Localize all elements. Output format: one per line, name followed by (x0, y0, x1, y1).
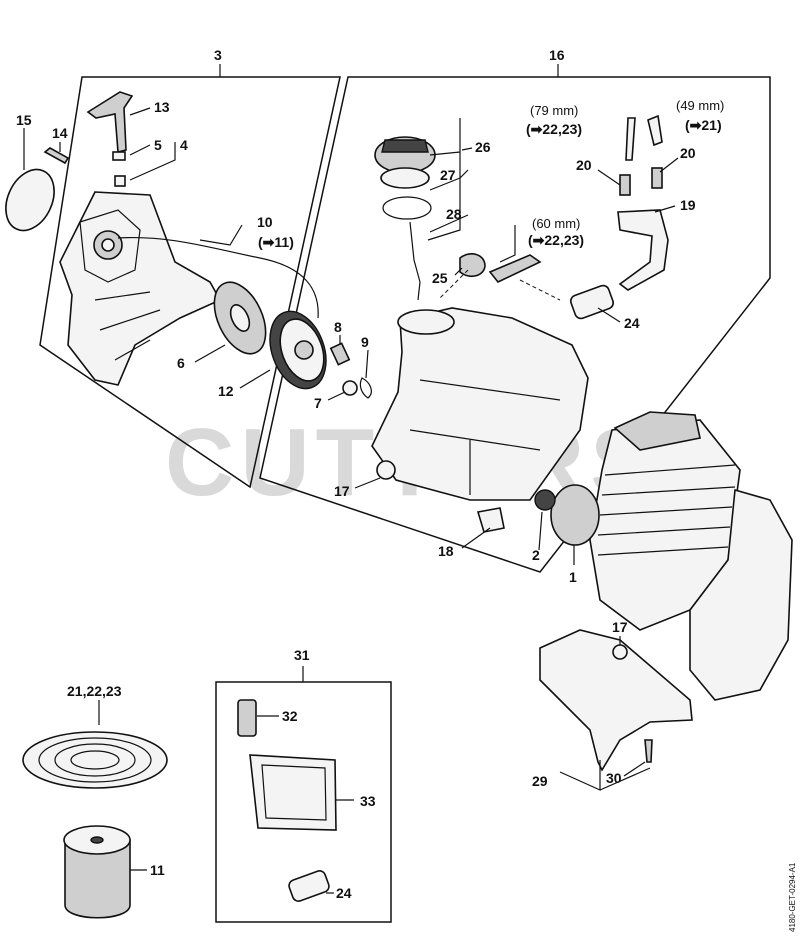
callout-24a: 24 (624, 315, 640, 331)
plug-part (237, 699, 257, 737)
rope-rotor-part (269, 310, 327, 390)
callout-13: 13 (154, 99, 170, 115)
callout-17b: 17 (612, 619, 628, 635)
nut-part (534, 489, 556, 511)
callout-6: 6 (177, 355, 185, 371)
callout-29: 29 (532, 773, 548, 789)
hose-60mm-length: (60 mm) (532, 216, 580, 231)
callout-20b: 20 (680, 145, 696, 161)
starter-housing-part (59, 191, 222, 386)
cylinder-part (589, 411, 741, 631)
callout-33: 33 (360, 793, 376, 809)
callout-19: 19 (680, 197, 696, 213)
callout-11: 11 (150, 862, 165, 878)
filler-cap-part (374, 136, 436, 189)
starter-grip-part (86, 91, 134, 154)
annular-buffer-part (476, 507, 505, 533)
callout-28: 28 (446, 206, 462, 222)
callout-24b: 24 (336, 885, 352, 901)
callout-15: 15 (16, 112, 32, 128)
callout-8: 8 (334, 319, 342, 335)
callout-10: 10 (257, 214, 273, 230)
callout-26: 26 (475, 139, 491, 155)
fuel-hose-79mm-part (625, 117, 636, 161)
hose-assembly-part (617, 209, 669, 291)
hose-49mm-length: (49 mm) (676, 98, 724, 113)
callout-17a: 17 (334, 483, 350, 499)
callout-32: 32 (282, 708, 298, 724)
starter-rope-part (117, 236, 319, 319)
rewind-spring-part (213, 281, 267, 355)
callout-25: 25 (432, 270, 448, 286)
document-code: 4180-GET-0294-A1 (788, 862, 797, 932)
fuel-hose-49mm-part (647, 114, 663, 147)
fitting-part (651, 167, 663, 189)
fuel-pickup-body-part (288, 870, 330, 902)
callout-7: 7 (314, 395, 322, 411)
cover-disc-part (5, 168, 55, 232)
spring-clip-part (359, 377, 372, 399)
callout-1: 1 (569, 569, 577, 585)
fuel-pickup-body-part (569, 284, 615, 320)
callout-10-reference: (➡11) (258, 234, 294, 250)
screw-part (644, 739, 653, 763)
seal-ring-part (382, 196, 432, 220)
group-frame-starter (39, 76, 341, 489)
engine-pan-part (689, 488, 793, 701)
air-filter-part (249, 754, 337, 831)
grommet-part (459, 253, 486, 278)
retainer-part (409, 221, 421, 301)
hose-79mm-reference: (➡22,23) (526, 121, 582, 137)
callout-30: 30 (606, 770, 622, 786)
hose-79mm-length: (79 mm) (530, 103, 578, 118)
fuel-hose-60mm-part (488, 254, 542, 283)
callout-9: 9 (361, 334, 369, 350)
callout-27: 27 (440, 167, 456, 183)
callout-3: 3 (214, 47, 222, 63)
callout-16: 16 (549, 47, 565, 63)
annular-buffer-part (612, 644, 628, 660)
annular-buffer-large-part (550, 484, 600, 546)
pawl-part (329, 342, 351, 366)
callout-2: 2 (532, 547, 540, 563)
callout-5: 5 (154, 137, 162, 153)
hose-60mm-reference: (➡22,23) (528, 232, 584, 248)
annular-buffer-part (376, 460, 396, 480)
washer-part (342, 380, 358, 396)
callout-31: 31 (294, 647, 310, 663)
fuel-hose-coil-part (22, 731, 168, 789)
callout-20a: 20 (576, 157, 592, 173)
fuel-tank-part (371, 307, 589, 501)
fitting-part (619, 174, 631, 196)
callout-18: 18 (438, 543, 454, 559)
hose-49mm-reference: (➡21) (685, 117, 722, 133)
callout-21-22-23: 21,22,23 (67, 683, 122, 699)
callout-4: 4 (180, 137, 188, 153)
callout-12: 12 (218, 383, 234, 399)
callout-14: 14 (52, 125, 68, 141)
bushing-part (112, 151, 126, 187)
screw-part (43, 147, 70, 165)
rope-spool-part (63, 825, 131, 919)
